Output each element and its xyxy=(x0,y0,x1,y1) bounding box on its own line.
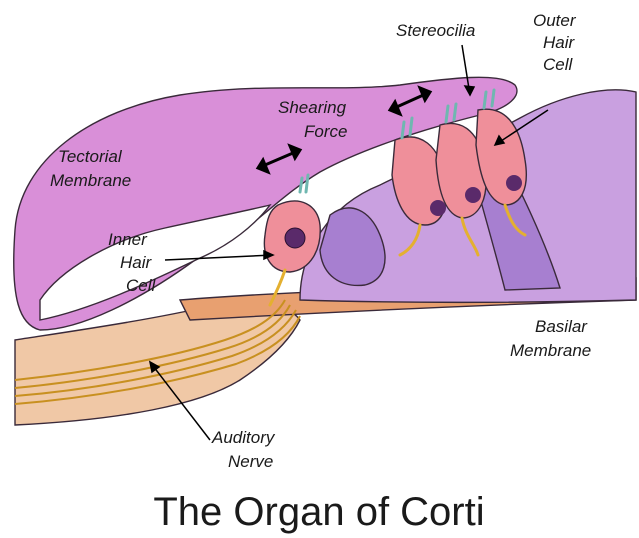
label-outer-hair-cell-line1: Outer xyxy=(533,11,577,30)
label-outer-hair-cell-line2: Hair xyxy=(543,33,576,52)
label-auditory-nerve-line1: Auditory xyxy=(211,428,276,447)
label-shearing-force-line1: Shearing xyxy=(278,98,347,117)
inner-hair-cell-nucleus xyxy=(285,228,305,248)
label-inner-hair-cell-line3: Cell xyxy=(126,276,157,295)
figure-title: The Organ of Corti xyxy=(153,490,484,534)
label-basilar-membrane-line1: Basilar xyxy=(535,317,588,336)
label-basilar-membrane-line2: Membrane xyxy=(510,341,591,360)
label-inner-hair-cell-line1: Inner xyxy=(108,230,148,249)
label-tectorial-membrane-line1: Tectorial xyxy=(58,147,123,166)
label-tectorial-membrane-line2: Membrane xyxy=(50,171,131,190)
label-shearing-force-line2: Force xyxy=(304,122,347,141)
label-auditory-nerve-line2: Nerve xyxy=(228,452,273,471)
label-stereocilia: Stereocilia xyxy=(396,21,475,40)
label-inner-hair-cell-line2: Hair xyxy=(120,253,153,272)
label-outer-hair-cell-line3: Cell xyxy=(543,55,574,74)
